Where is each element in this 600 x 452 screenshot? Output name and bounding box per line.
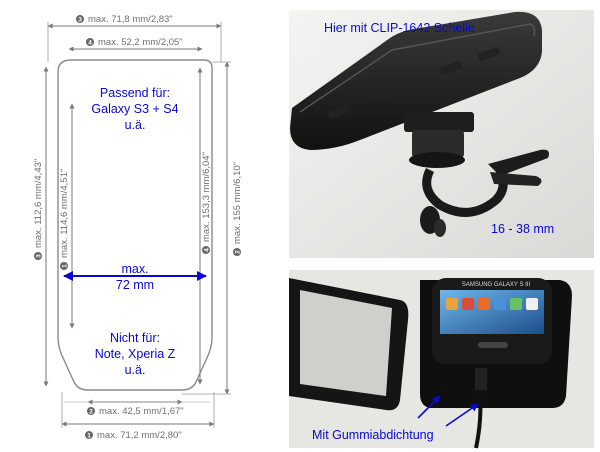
dim-top-inner-label: max. 52,2 mm/2,05"	[98, 37, 183, 48]
svg-text:72 mm: 72 mm	[116, 278, 154, 292]
svg-text:2: 2	[234, 250, 241, 254]
dim-bottom-outer-label: max. 71,2 mm/2,80"	[97, 430, 182, 441]
photo-bottom-caption: Mit Gummiabdichtung	[312, 428, 434, 442]
photo-bike-mount: Hier mit CLIP-1642 Schelle 16 - 38 mm	[289, 10, 594, 258]
svg-text:1: 1	[87, 432, 91, 439]
svg-text:u.ä.: u.ä.	[125, 363, 146, 377]
dim-top-inner: 4 max. 52,2 mm/2,05"	[68, 37, 203, 52]
svg-text:Note, Xperia Z: Note, Xperia Z	[95, 347, 176, 361]
svg-text:Galaxy S3 + S4: Galaxy S3 + S4	[91, 102, 178, 116]
svg-text:4: 4	[203, 248, 210, 252]
dimension-diagram: 3 max. 71,8 mm/2,83" 4 max. 52,2 mm/2,05…	[33, 14, 243, 441]
device-outline	[57, 59, 213, 391]
dim-left-outer: 3 max. 112,6 mm/4,43"	[33, 66, 49, 387]
photo-top-caption: Hier mit CLIP-1642 Schelle	[324, 21, 475, 35]
photo-case-open: SAMSUNG GALAXY S III Mit Gummiabdichtung	[289, 270, 594, 449]
phone-brand-text: SAMSUNG GALAXY S III	[462, 282, 531, 288]
dim-right-inner-label: max. 153,3 mm/6,04"	[201, 152, 212, 242]
dim-left-inner-label: max. 114,6 mm/4,51"	[59, 169, 70, 258]
svg-text:3: 3	[35, 254, 42, 258]
svg-text:2: 2	[89, 408, 93, 415]
svg-text:u.ä.: u.ä.	[125, 118, 146, 132]
svg-text:4: 4	[88, 39, 92, 46]
svg-text:1: 1	[61, 264, 68, 268]
dim-right-outer: 2 max. 155 mm/6,10"	[182, 61, 243, 395]
dim-bottom-outer: 1 max. 71,2 mm/2,80"	[61, 392, 215, 441]
suitable-for-note: Passend für: Galaxy S3 + S4 u.ä.	[91, 86, 178, 132]
dim-right-inner: 4 max. 153,3 mm/6,04"	[197, 67, 212, 385]
dim-left-outer-label: max. 112,6 mm/4,43"	[33, 159, 44, 248]
max-width-note: max. 72 mm	[63, 262, 207, 292]
not-suitable-note: Nicht für: Note, Xperia Z u.ä.	[95, 331, 176, 377]
clamp-range-label: 16 - 38 mm	[491, 222, 554, 236]
dim-right-outer-label: max. 155 mm/6,10"	[232, 162, 243, 244]
dim-bottom-inner-label: max. 42,5 mm/1,67"	[99, 406, 184, 417]
dim-top-outer-label: max. 71,8 mm/2,83"	[88, 14, 173, 25]
dim-bottom-inner: 2 max. 42,5 mm/1,67"	[64, 399, 210, 417]
dim-left-inner: 1 max. 114,6 mm/4,51"	[59, 103, 75, 329]
svg-text:3: 3	[78, 16, 82, 23]
svg-text:Passend für:: Passend für:	[100, 86, 170, 100]
svg-text:max.: max.	[121, 262, 148, 276]
dim-top-outer: 3 max. 71,8 mm/2,83"	[47, 14, 222, 62]
svg-text:Nicht für:: Nicht für:	[110, 331, 160, 345]
